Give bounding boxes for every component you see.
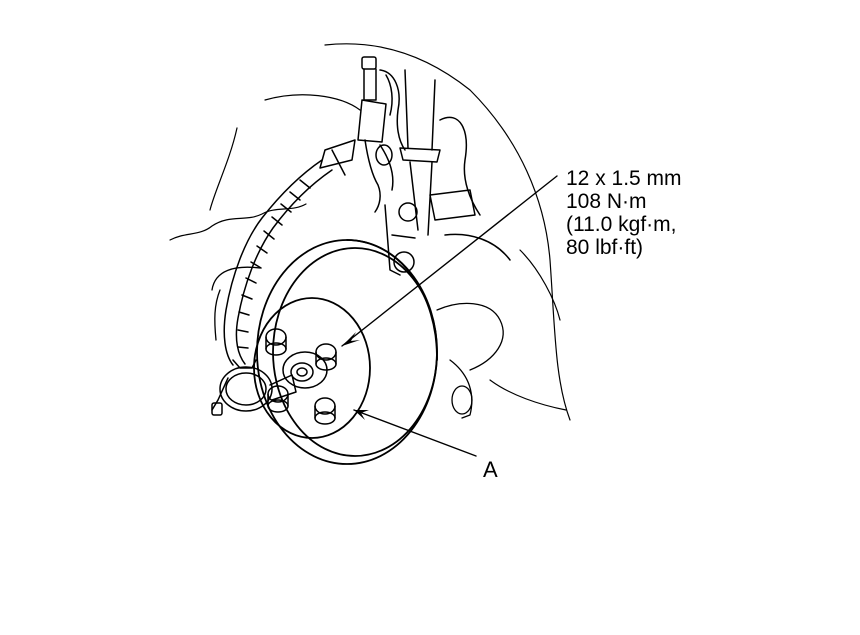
- leader-lines: [341, 175, 558, 457]
- wheel-stud: [265, 328, 287, 356]
- fender-outline: [169, 43, 571, 421]
- wheel-hub: [282, 351, 328, 389]
- strut-assembly: [399, 69, 511, 261]
- wheel-studs: [265, 328, 337, 425]
- torque-kgfm-text: (11.0 kgf·m,: [566, 213, 677, 236]
- torque-spec-callout: 12 x 1.5 mm 108 N·m (11.0 kgf·m, 80 lbf·…: [566, 167, 682, 259]
- steering-knuckle: [211, 266, 504, 419]
- part-label-a: A: [483, 457, 498, 482]
- wheel-stud: [315, 343, 337, 371]
- part-a-leader-arrowhead: [354, 410, 369, 420]
- wheel-stud: [314, 397, 336, 425]
- torque-lbfft-text: 80 lbf·ft): [566, 236, 644, 259]
- magnetic-base-clamp: [357, 56, 418, 276]
- wheel-stud: [267, 385, 289, 413]
- torque-nm-text: 108 N·m: [566, 190, 647, 213]
- spec-leader-arrowhead: [342, 332, 360, 346]
- part-a-leader-line: [353, 409, 477, 457]
- bolt-size-text: 12 x 1.5 mm: [566, 167, 682, 190]
- brake-disc: [253, 239, 438, 465]
- spec-leader-line: [341, 175, 558, 347]
- flexible-indicator-arm: [223, 139, 356, 366]
